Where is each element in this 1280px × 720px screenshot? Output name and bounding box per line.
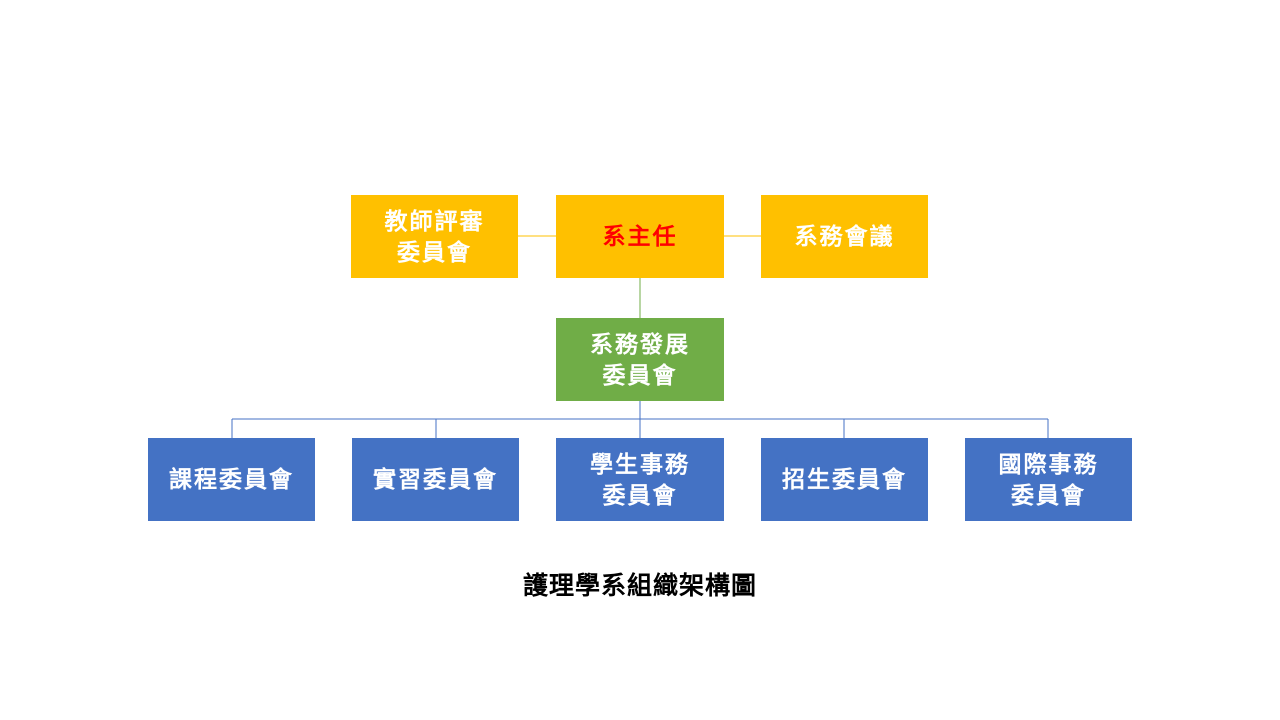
node-international-affairs-committee: 國際事務 委員會	[965, 438, 1132, 521]
node-label: 系務發展 委員會	[590, 330, 690, 389]
node-admissions-committee: 招生委員會	[761, 438, 928, 521]
node-label: 招生委員會	[782, 466, 907, 493]
node-curriculum-committee: 課程委員會	[148, 438, 315, 521]
node-label: 教師評審 委員會	[384, 207, 485, 266]
node-student-affairs-committee: 學生事務 委員會	[556, 438, 724, 521]
node-label: 系主任	[602, 223, 678, 250]
node-label: 系務會議	[794, 223, 895, 250]
node-development-committee: 系務發展 委員會	[556, 318, 724, 401]
node-department-meeting: 系務會議	[761, 195, 928, 278]
node-faculty-review-committee: 教師評審 委員會	[351, 195, 518, 278]
node-label: 學生事務 委員會	[590, 450, 690, 509]
node-label: 實習委員會	[373, 466, 498, 493]
node-internship-committee: 實習委員會	[352, 438, 519, 521]
node-label: 國際事務 委員會	[998, 450, 1099, 509]
node-department-head: 系主任	[556, 195, 724, 278]
node-label: 課程委員會	[169, 466, 294, 493]
diagram-caption: 護理學系組織架構圖	[522, 571, 757, 600]
